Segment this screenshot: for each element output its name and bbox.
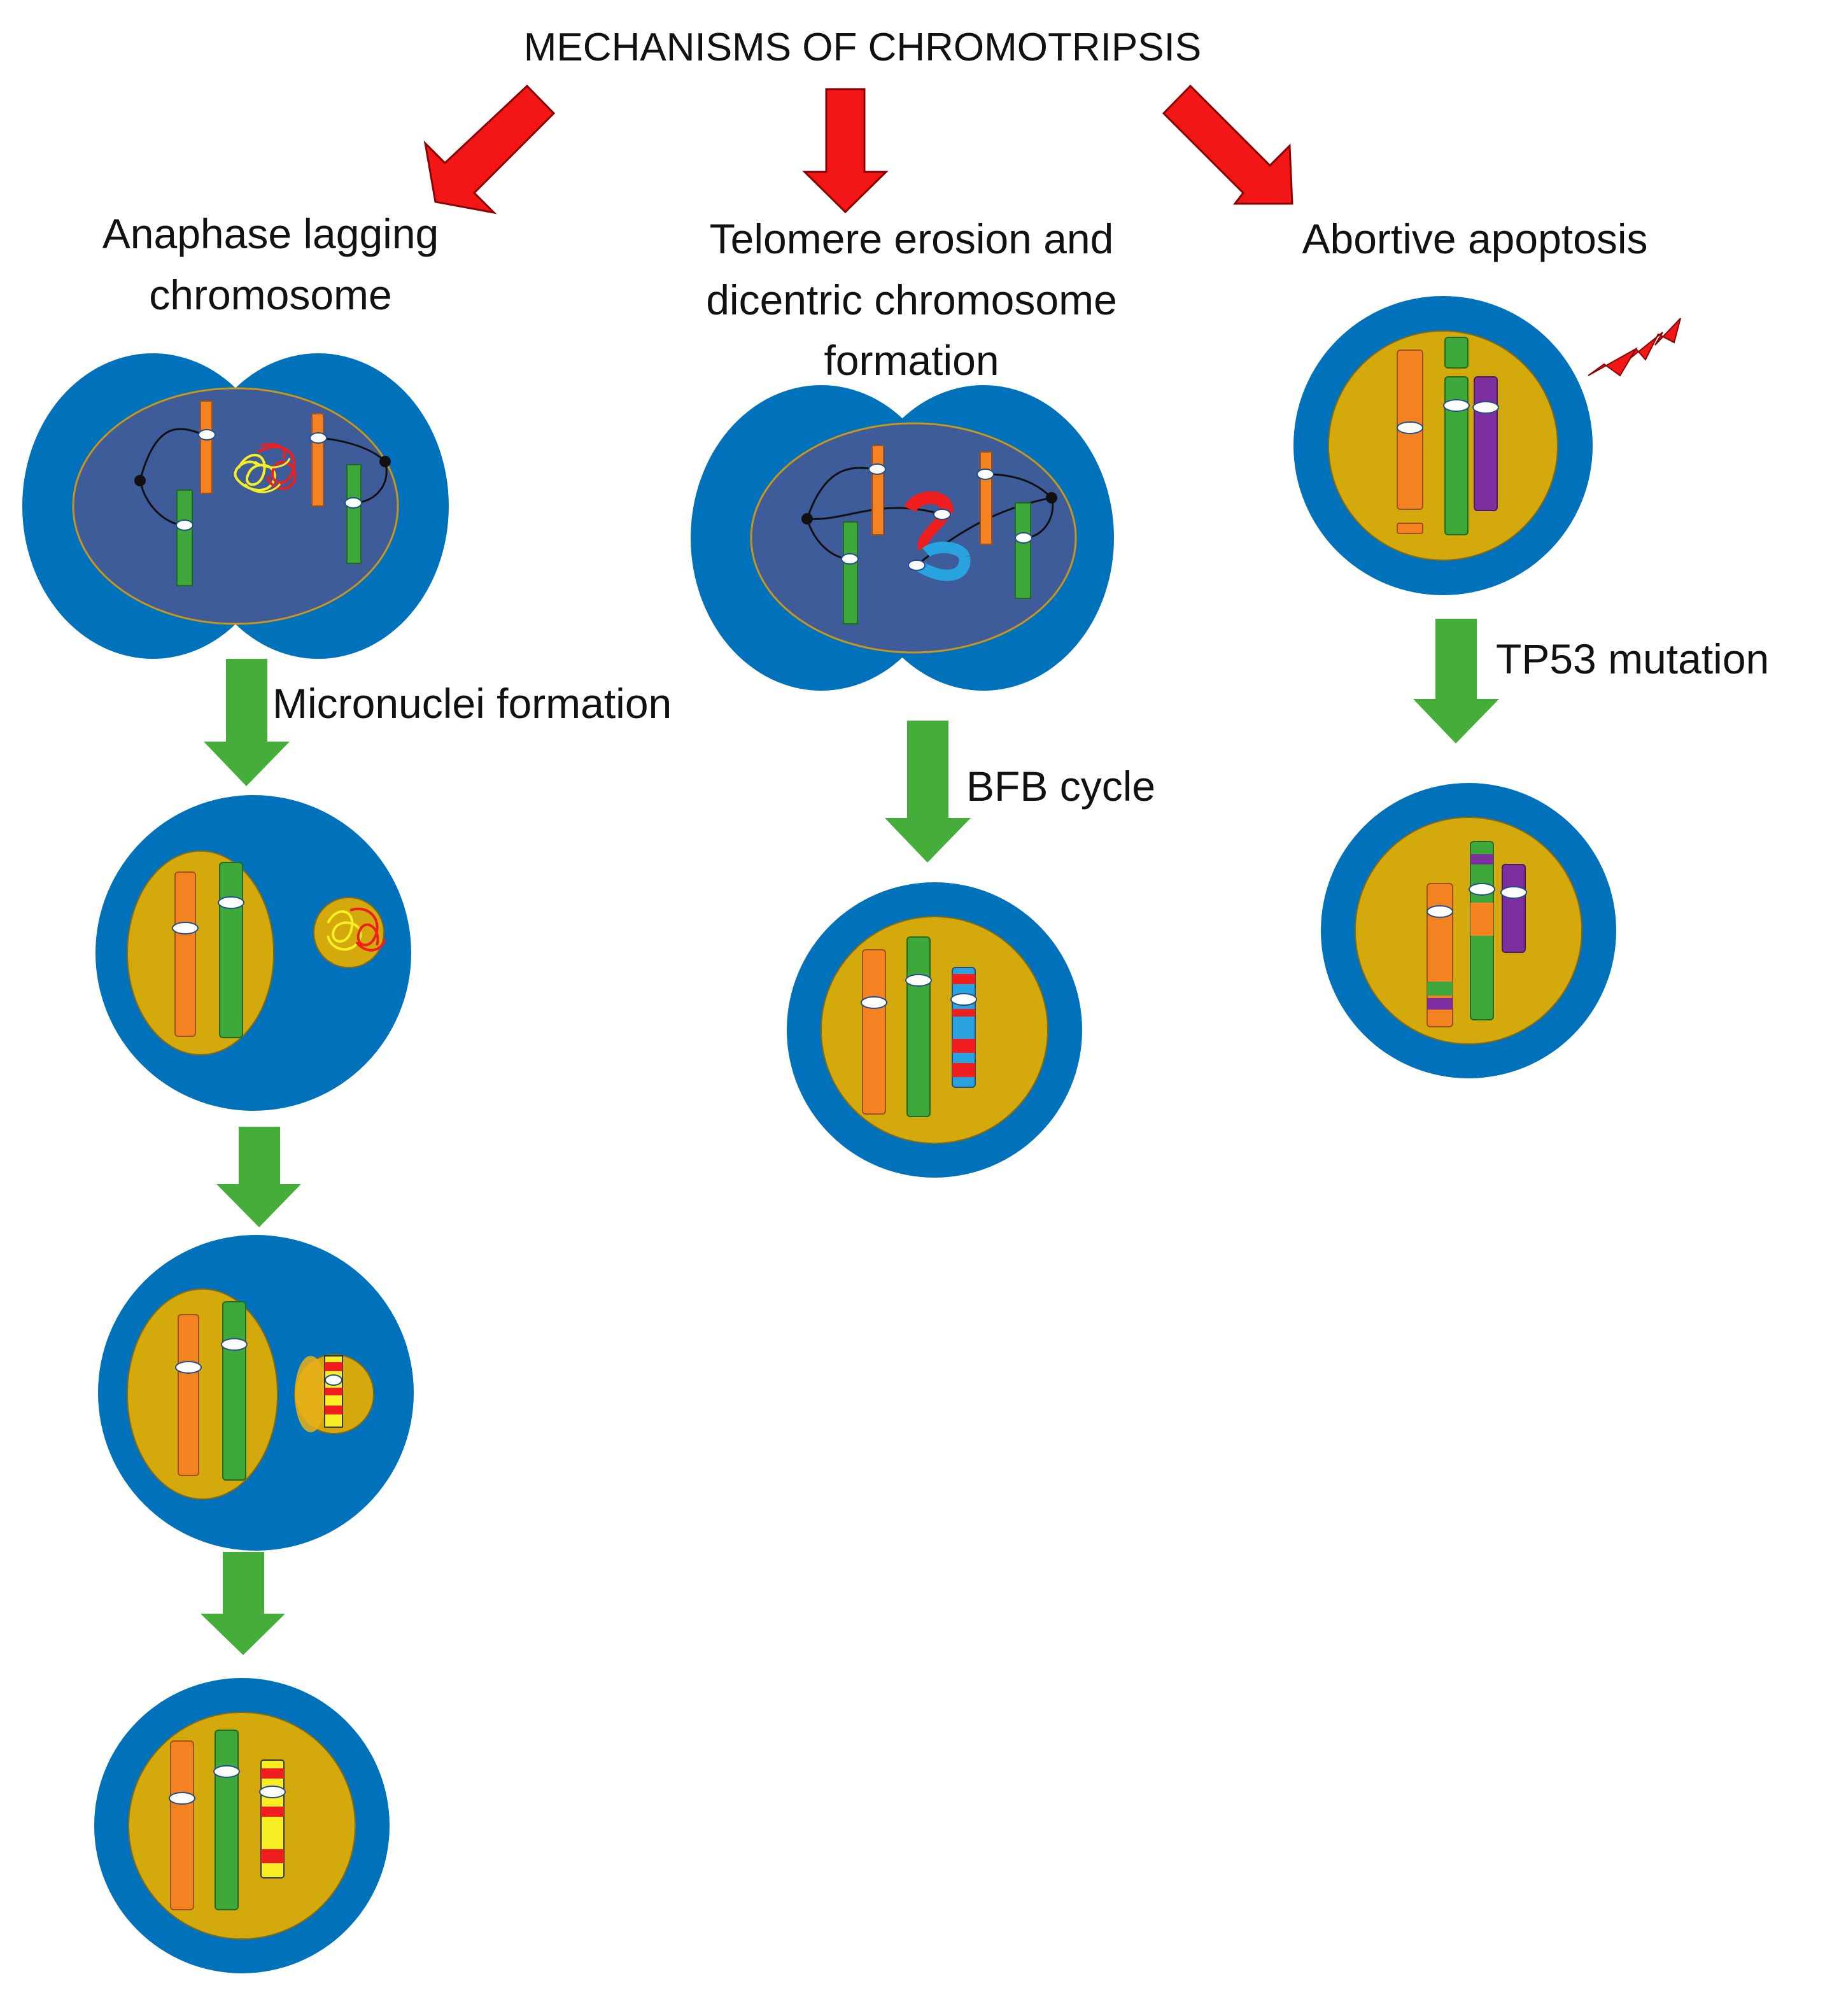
mechanism-2-label-line-1: Telomere erosion and (709, 215, 1114, 262)
mitotic-cell-lagging (22, 353, 449, 659)
micronuclei-formation-label: Micronuclei formation (272, 680, 672, 727)
red-arrow-left (423, 84, 556, 215)
green-arrow-1a (204, 659, 290, 786)
cell-after-tp53-mutation (1321, 783, 1616, 1078)
green-arrow-2 (885, 721, 971, 863)
mechanism-1-label-line-2: chromosome (149, 271, 392, 318)
cell-with-shattered-micronucleus (98, 1235, 414, 1551)
mechanism-2-label-line-3: formation (824, 337, 999, 384)
green-arrow-3 (1413, 619, 1499, 744)
red-arrow-middle (802, 88, 889, 214)
mechanism-3-label: Abortive apoptosis (1302, 209, 1648, 270)
bfb-cycle-label: BFB cycle (966, 763, 1156, 810)
cell-after-bfb-cycle (787, 882, 1082, 1178)
lightning-bolt-icon (1588, 318, 1681, 377)
mitotic-cell-dicentric (691, 385, 1114, 691)
mechanism-2-label-line-2: dicentric chromosome (706, 276, 1117, 323)
cell-with-rearranged-chromosome (94, 1678, 390, 1973)
red-arrow-right (1162, 84, 1293, 205)
diagram-title: MECHANISMS OF CHROMOTRIPSIS (523, 25, 1202, 69)
mechanism-2-label: Telomere erosion and dicentric chromosom… (706, 209, 1117, 391)
mechanism-3-label-line-1: Abortive apoptosis (1302, 215, 1648, 262)
green-arrow-1b (216, 1127, 301, 1227)
cell-with-micronucleus (95, 795, 411, 1111)
mechanism-1-label: Anaphase lagging chromosome (102, 204, 439, 325)
mechanism-1-label-line-1: Anaphase lagging (102, 210, 439, 257)
tp53-mutation-label: TP53 mutation (1496, 635, 1770, 682)
cell-apoptotic (1293, 296, 1593, 595)
green-arrow-1c (201, 1552, 285, 1655)
